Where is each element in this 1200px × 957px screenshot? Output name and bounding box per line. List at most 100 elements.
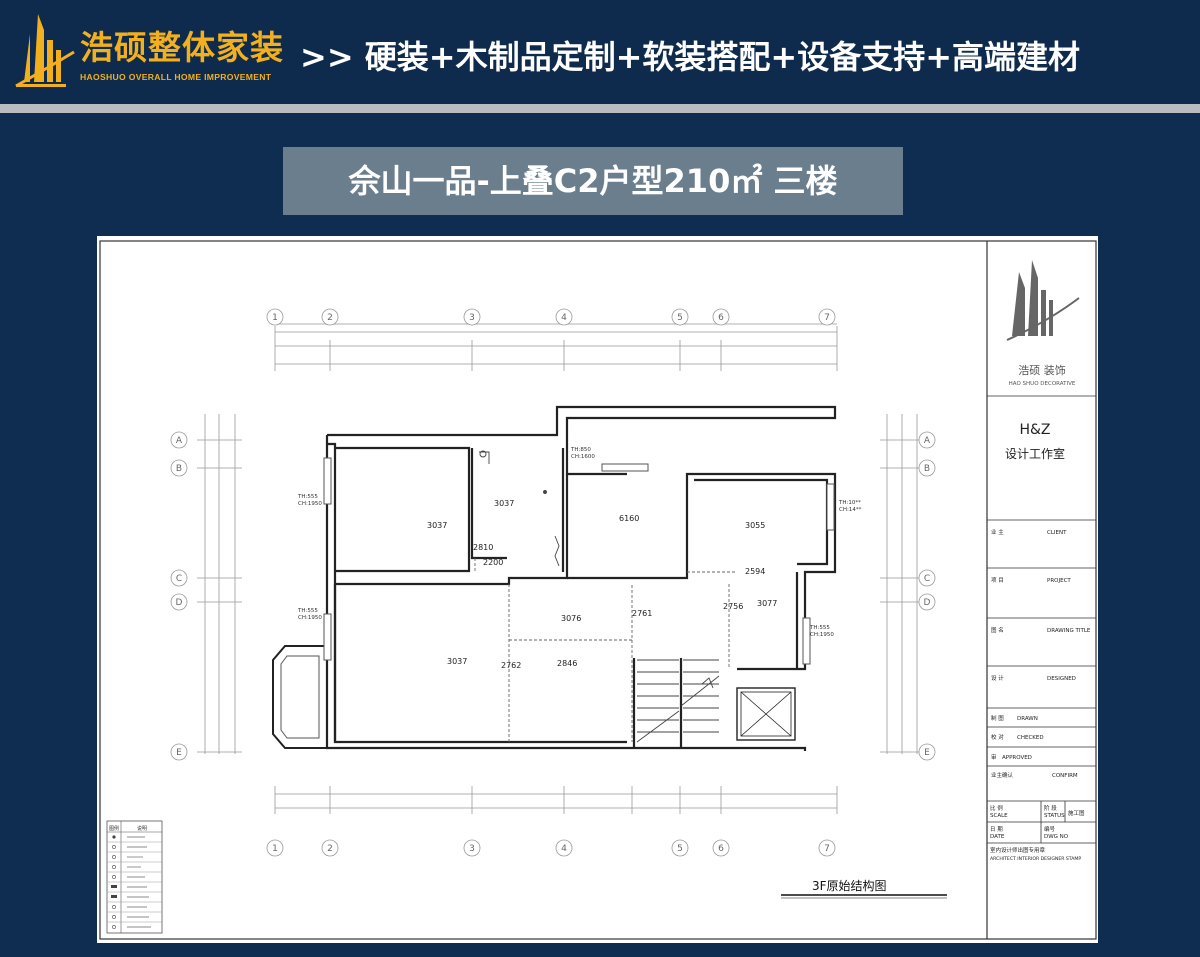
window-note-th: TH:850 xyxy=(570,447,591,453)
title-block-logo-cn: 浩硕 装饰 xyxy=(1018,363,1066,377)
service-slogan: >> 硬装+木制品定制+软装搭配+设备支持+高端建材 xyxy=(300,38,1081,76)
page-title: 佘山一品-上叠C2户型210㎡ 三楼 xyxy=(348,162,838,200)
axis-label: D xyxy=(924,598,931,608)
fixtures xyxy=(479,450,560,567)
window-notes: TH:850 CH:1600 TH:555 CH:1950 TH:555 CH:… xyxy=(297,447,862,638)
window-note-th: TH:555 xyxy=(809,625,830,631)
window-note-ch: CH:1950 xyxy=(298,615,322,621)
room-dimension: 3037 xyxy=(447,657,467,666)
windows xyxy=(323,457,835,665)
room-dimension: 3077 xyxy=(757,599,777,608)
studio-subtitle: 设计工作室 xyxy=(1005,446,1065,461)
field-drawn-en: DRAWN xyxy=(1017,716,1038,722)
axis-label: 7 xyxy=(824,844,830,854)
window-note-th: TH:555 xyxy=(297,608,318,614)
bay-window-inner xyxy=(280,655,320,739)
axis-label: 2 xyxy=(327,313,333,323)
field-designed-en: DESIGNED xyxy=(1047,676,1076,682)
field-checked-label: 校 对 xyxy=(991,733,1004,741)
room-dimension: 3076 xyxy=(561,614,581,623)
field-drawing-title-label: 图 名 xyxy=(991,626,1004,634)
date-label-en: DATE xyxy=(990,834,1005,840)
title-block-logo-icon xyxy=(1006,260,1080,341)
axis-label: B xyxy=(924,464,930,474)
floor-plan-drawing: 1 2 3 4 5 6 7 1 2 3 4 5 6 xyxy=(99,240,1097,940)
field-project-en: PROJECT xyxy=(1047,578,1071,584)
title-banner: 佘山一品-上叠C2户型210㎡ 三楼 xyxy=(283,147,903,215)
axis-label: 6 xyxy=(718,313,724,323)
window-note-ch: CH:1600 xyxy=(571,454,595,460)
axis-label: 1 xyxy=(272,313,278,323)
sheet-border xyxy=(99,240,1097,940)
axis-label: 5 xyxy=(677,844,683,854)
scale-label-en: SCALE xyxy=(990,813,1008,819)
axis-label: C xyxy=(924,574,930,584)
axis-label: E xyxy=(176,748,182,758)
window-note-ch: CH:1950 xyxy=(298,501,322,507)
status-label-en: STATUS xyxy=(1044,813,1065,819)
axis-label: 5 xyxy=(677,313,683,323)
drawing-number-label-en: DWG NO xyxy=(1044,834,1069,840)
top-dimensions xyxy=(274,323,838,371)
room-dimension: 6160 xyxy=(619,514,639,523)
drawing-caption: 3F原始结构图 xyxy=(812,878,887,893)
field-drawing-title-en: DRAWING TITLE xyxy=(1047,628,1091,634)
axis-label: 6 xyxy=(718,844,724,854)
field-approved-label: 审 xyxy=(991,753,997,761)
axis-label: E xyxy=(924,748,930,758)
field-designed-label: 设 计 xyxy=(991,674,1004,682)
right-axis-labels: A B C D E xyxy=(918,431,936,761)
date-label: 日 期 xyxy=(990,826,1003,833)
axis-label: A xyxy=(176,436,183,446)
status-value: 施工图 xyxy=(1068,809,1085,817)
building-logo-icon xyxy=(15,14,75,88)
bottom-dimensions xyxy=(274,786,838,814)
axis-label: B xyxy=(176,464,182,474)
field-client-label: 业 主 xyxy=(991,528,1004,536)
room-dimension: 2761 xyxy=(632,609,652,618)
header-divider xyxy=(0,104,1200,113)
elevator-shaft xyxy=(736,687,796,741)
room-dimension: 2594 xyxy=(745,567,765,576)
side-dimensions xyxy=(197,414,925,754)
staircase xyxy=(636,659,720,743)
stamp-label: 室内设计师出图专用章 xyxy=(990,846,1046,854)
header-bar: 浩硕整体家装 HAOSHUO OVERALL HOME IMPROVEMENT … xyxy=(0,0,1200,104)
axis-label: 2 xyxy=(327,844,333,854)
floor-plan-sheet: 1 2 3 4 5 6 7 1 2 3 4 5 6 xyxy=(97,236,1098,943)
field-confirm-en: CONFIRM xyxy=(1052,773,1078,779)
window-note-th: TH:10** xyxy=(838,500,861,506)
axis-label: 7 xyxy=(824,313,830,323)
left-axis-labels: A B C D E xyxy=(170,431,188,761)
axis-label: 3 xyxy=(469,844,475,854)
top-axis-labels: 1 2 3 4 5 6 7 xyxy=(266,308,836,326)
axis-label: 1 xyxy=(272,844,278,854)
axis-label: 4 xyxy=(561,844,567,854)
title-block-logo-en: HAO SHUO DECORATIVE xyxy=(1009,381,1076,387)
room-dimension: 2756 xyxy=(723,602,743,611)
legend-header-desc: 说明 xyxy=(137,825,147,832)
status-label: 阶 段 xyxy=(1044,804,1057,812)
axis-label: D xyxy=(176,598,183,608)
scale-label: 比 例 xyxy=(990,804,1003,812)
bottom-axis-labels: 1 2 3 4 5 6 7 xyxy=(266,839,836,857)
field-drawn-label: 制 图 xyxy=(991,714,1004,722)
brand-name: 浩硕整体家装 xyxy=(80,28,284,67)
title-block: 浩硕 装饰 HAO SHUO DECORATIVE H&Z 设计工作室 业 主 … xyxy=(987,260,1096,862)
field-checked-en: CHECKED xyxy=(1017,735,1044,741)
window-note-ch: CH:14** xyxy=(839,507,862,513)
room-dimension: 3055 xyxy=(745,521,765,530)
field-project-label: 项 目 xyxy=(991,577,1004,584)
dashed-partitions xyxy=(474,558,735,742)
drawing-number-label: 编号 xyxy=(1044,825,1056,833)
field-confirm-label: 业主确认 xyxy=(991,771,1014,779)
field-approved-en: APPROVED xyxy=(1002,755,1032,761)
brand-name-english: HAOSHUO OVERALL HOME IMPROVEMENT xyxy=(80,72,272,82)
window-note-ch: CH:1950 xyxy=(810,632,834,638)
room-dimension: 2762 xyxy=(501,661,521,670)
floor-plan-walls xyxy=(325,405,837,751)
bay-window xyxy=(272,645,327,749)
room-dimension: 2200 xyxy=(483,558,503,567)
axis-label: C xyxy=(176,574,182,584)
legend-table: 图例 说明 xyxy=(106,820,163,934)
